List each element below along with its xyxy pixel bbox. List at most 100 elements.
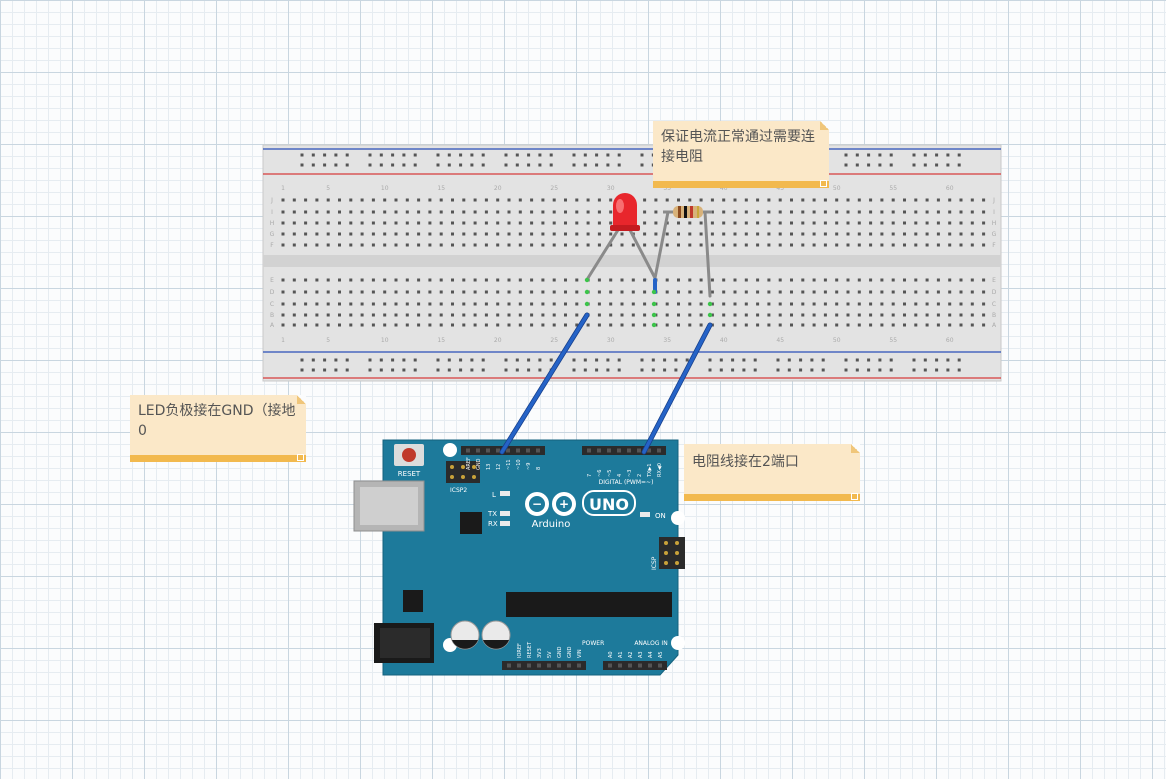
breadboard-hole (383, 221, 387, 225)
breadboard-hole (710, 290, 714, 294)
rail-hole (572, 368, 576, 372)
breadboard-hole (756, 313, 760, 317)
breadboard-hole (326, 198, 330, 202)
breadboard-hole (914, 232, 918, 236)
note-gnd[interactable]: LED负极接在GND（接地0 (130, 395, 306, 462)
rail-hole (311, 368, 315, 372)
header-strip (603, 661, 667, 670)
pin-label: A3 (638, 651, 644, 658)
breadboard-hole (665, 232, 669, 236)
breadboard-hole (439, 232, 443, 236)
breadboard-hole (326, 290, 330, 294)
breadboard-hole (812, 210, 816, 214)
breadboard-hole (541, 210, 545, 214)
breadboard-hole (586, 210, 590, 214)
breadboard-hole (688, 323, 692, 327)
rail-hole (923, 163, 927, 167)
breadboard-hole (315, 313, 319, 317)
breadboard-hole (518, 278, 522, 282)
breadboard-hole (383, 290, 387, 294)
rail-hole (787, 368, 791, 372)
breadboard-hole (338, 210, 341, 214)
breadboard-hole (778, 243, 782, 247)
breadboard-hole (439, 198, 443, 202)
breadboard-hole (428, 278, 432, 282)
breadboard-hole (552, 302, 556, 306)
breadboard-hole (801, 243, 805, 247)
breadboard-hole (597, 221, 601, 225)
rail-hole (527, 358, 531, 362)
breadboard-hole (349, 313, 353, 317)
breadboard-hole (710, 313, 714, 317)
breadboard-hole (349, 323, 353, 327)
breadboard-hole (518, 323, 522, 327)
rail-hole (504, 163, 508, 167)
breadboard-hole (484, 243, 488, 247)
breadboard-hole (417, 210, 421, 214)
header-pin (486, 448, 490, 453)
breadboard-hole (744, 232, 748, 236)
note-resize-handle[interactable] (851, 493, 858, 500)
breadboard-hole (677, 198, 680, 202)
breadboard-hole (812, 290, 816, 294)
rail-hole (923, 368, 927, 372)
breadboard-hole (688, 278, 692, 282)
rail-hole (867, 153, 871, 157)
breadboard-hole (767, 278, 771, 282)
breadboard-hole (451, 302, 454, 306)
note-resize-handle[interactable] (820, 180, 827, 187)
breadboard-hole (597, 278, 601, 282)
rail-hole (719, 368, 723, 372)
breadboard-hole (891, 313, 895, 317)
breadboard-hole (722, 323, 726, 327)
note-resize-handle[interactable] (297, 454, 304, 461)
breadboard-hole (677, 323, 680, 327)
breadboard-hole (462, 302, 466, 306)
note-pin2[interactable]: 电阻线接在2端口 (684, 444, 860, 501)
breadboard-hole (744, 198, 748, 202)
mounting-hole (443, 443, 457, 457)
row-letter: E (992, 277, 996, 284)
capacitor-1-stripe (452, 640, 478, 649)
breadboard-hole (349, 221, 353, 225)
breadboard-hole (292, 302, 296, 306)
breadboard-hole (575, 313, 579, 317)
note-resistor[interactable]: 保证电流正常通过需要连接电阻 (653, 121, 829, 188)
breadboard-hole (575, 302, 579, 306)
breadboard-hole (733, 243, 737, 247)
column-number: 1 (281, 337, 285, 344)
breadboard-hole (292, 243, 296, 247)
row-letter: E (270, 277, 274, 284)
breadboard-hole (778, 210, 782, 214)
breadboard-hole (857, 221, 861, 225)
breadboard-hole (914, 243, 918, 247)
logo-minus: − (532, 497, 542, 511)
breadboard-hole (778, 313, 782, 317)
breadboard-hole (710, 198, 714, 202)
breadboard-hole (586, 323, 590, 327)
l-led-label: L (492, 491, 496, 499)
breadboard-hole (812, 323, 816, 327)
breadboard-hole (541, 221, 545, 225)
breadboard-hole (507, 221, 511, 225)
breadboard-hole (835, 243, 839, 247)
icsp2-header (446, 461, 480, 483)
breadboard-hole (835, 323, 839, 327)
breadboard-hole (970, 232, 974, 236)
breadboard-hole (677, 290, 680, 294)
rail-hole (912, 368, 916, 372)
breadboard-hole (982, 290, 986, 294)
breadboard-hole (564, 198, 567, 202)
rail-hole (912, 163, 916, 167)
breadboard-hole (326, 210, 330, 214)
breadboard-hole (778, 221, 782, 225)
breadboard-hole (959, 232, 963, 236)
resistor-lead-left (653, 210, 670, 280)
column-number: 5 (326, 185, 330, 192)
rail-hole (572, 153, 576, 157)
header-pin (627, 448, 631, 453)
rail-hole (844, 368, 848, 372)
breadboard-hole (959, 290, 963, 294)
